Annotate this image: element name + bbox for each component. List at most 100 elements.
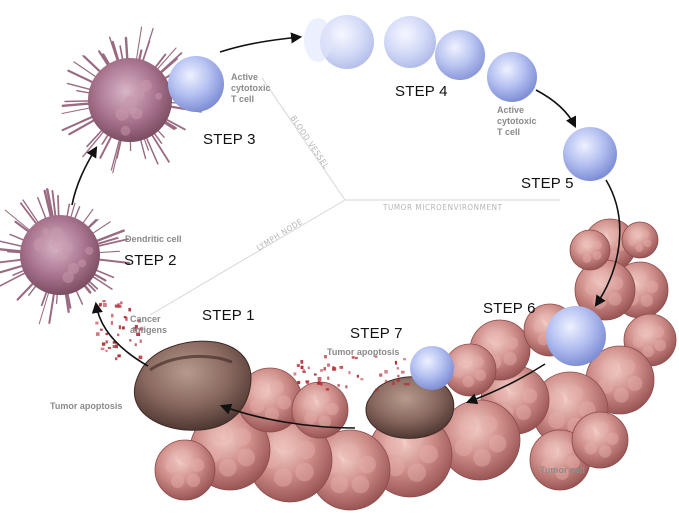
antigen-particle [107, 346, 112, 350]
t-cell-step5 [563, 127, 617, 181]
antigen-particle [375, 388, 379, 392]
antigen-particle [300, 359, 304, 364]
antigen-particle [396, 378, 400, 382]
antigen-particle [360, 378, 364, 381]
antigen-particle [114, 304, 119, 308]
tumor-cell [621, 221, 659, 259]
antigen-particle [115, 344, 118, 349]
antigen-particle [300, 365, 304, 370]
antigen-particle [316, 382, 321, 385]
antigen-particle [134, 343, 137, 347]
antigen-particle [105, 340, 108, 344]
antigen-particle [98, 304, 102, 307]
divider-lymph-node [149, 199, 346, 316]
step-1-label: STEP 1 [202, 307, 255, 324]
step-5-label: STEP 5 [521, 175, 574, 192]
antigen-particle [306, 380, 310, 385]
antigen-particle [379, 373, 383, 377]
antigen-particle [105, 349, 108, 352]
tumor-cell [571, 411, 629, 469]
arrow-step5-to-step6 [594, 179, 621, 307]
active-t-cell-top-line2: cytotoxic [231, 83, 271, 93]
antigen-particle [391, 381, 395, 386]
active-t-cell-top-line3: T cell [231, 94, 255, 104]
antigen-particle [117, 304, 122, 308]
arrow-step1-to-step2 [91, 301, 149, 367]
antigen-particle [323, 367, 326, 371]
antigen-particle [307, 366, 310, 370]
antigen-particle [129, 339, 132, 342]
antigen-particle [117, 354, 121, 358]
divider-blood-vessel [261, 77, 346, 201]
t-cell-step7 [410, 346, 454, 390]
antigen-particle [132, 327, 136, 330]
antigen-particle [136, 332, 141, 336]
tumor-cell [569, 229, 611, 271]
antigen-particle [384, 370, 388, 374]
antigen-particle [138, 355, 143, 360]
arrow-step7-to-step1 [219, 403, 356, 429]
antigen-particle [403, 383, 407, 386]
cycle-arrows [71, 32, 621, 429]
antigen-particle [320, 382, 323, 386]
antigen-particle [114, 357, 118, 361]
t-cells [168, 15, 617, 390]
antigen-particle [137, 319, 141, 323]
antigen-particle [332, 367, 337, 371]
antigen-particle [356, 374, 360, 378]
antigen-particle [394, 360, 397, 365]
tumor-apoptosis-left-label: Tumor apoptosis [50, 401, 123, 411]
antigen-particle [403, 358, 406, 361]
t-cell-step4-c [435, 30, 485, 80]
dendritic-cells [0, 26, 206, 325]
zone-tumor-microenvironment-label: TUMOR MICROENVIRONMENT [383, 203, 503, 212]
antigen-particle [134, 328, 138, 332]
antigen-particle [112, 345, 117, 349]
step-6-label: STEP 6 [483, 300, 536, 317]
antigen-particle [101, 342, 106, 346]
tumor-cell-label: Tumor cell [540, 465, 585, 475]
arrow-step2-to-step3 [71, 146, 98, 206]
antigen-particle [118, 325, 122, 330]
cancer-antigens-line1: Cancer [130, 314, 161, 324]
dendritic-cell-step2 [0, 188, 131, 325]
dendritic-cell-step3 [61, 26, 206, 174]
antigen-particle [297, 380, 301, 385]
antigen-particle [99, 328, 103, 331]
step-4-label: STEP 4 [395, 83, 448, 100]
cancer-antigens-line2: antigens [130, 325, 168, 335]
dendritic-cell-label: Dendritic cell [125, 234, 182, 244]
antigen-particle [302, 370, 306, 374]
cancer-antigen-particles [95, 300, 410, 392]
antigen-particle [119, 301, 123, 305]
t-cell-step4-a [320, 15, 374, 69]
antigen-particle [123, 316, 127, 319]
antigen-particle [348, 371, 351, 375]
antigen-particle [293, 372, 297, 376]
step-7-label: STEP 7 [350, 325, 403, 342]
antigen-particle [314, 373, 317, 376]
tumor-apoptosis-step7-label: Tumor apoptosis [327, 347, 400, 357]
antigen-particle [139, 327, 144, 331]
antigen-particle [102, 300, 106, 303]
antigen-particle [327, 376, 330, 380]
active-t-cell-label-top: Active cytotoxic T cell [231, 72, 271, 105]
antigen-particle [302, 369, 306, 372]
t-cell-step4-d [487, 52, 537, 102]
t-cell-step6 [546, 306, 606, 366]
t-cell-step3 [168, 56, 224, 112]
antigen-particle [351, 356, 355, 359]
antigen-particle [354, 356, 358, 360]
antigen-particle [112, 341, 117, 344]
arrow-step4-to-step5 [535, 89, 577, 129]
antigen-particle [139, 339, 142, 343]
antigen-particle [400, 370, 405, 374]
antigen-particle [296, 363, 300, 368]
antigen-particle [345, 385, 348, 389]
antigen-particle [317, 376, 322, 381]
antigen-particle [327, 363, 331, 367]
zone-dividers [149, 77, 560, 316]
active-t-cell-right-line1: Active [497, 105, 525, 115]
